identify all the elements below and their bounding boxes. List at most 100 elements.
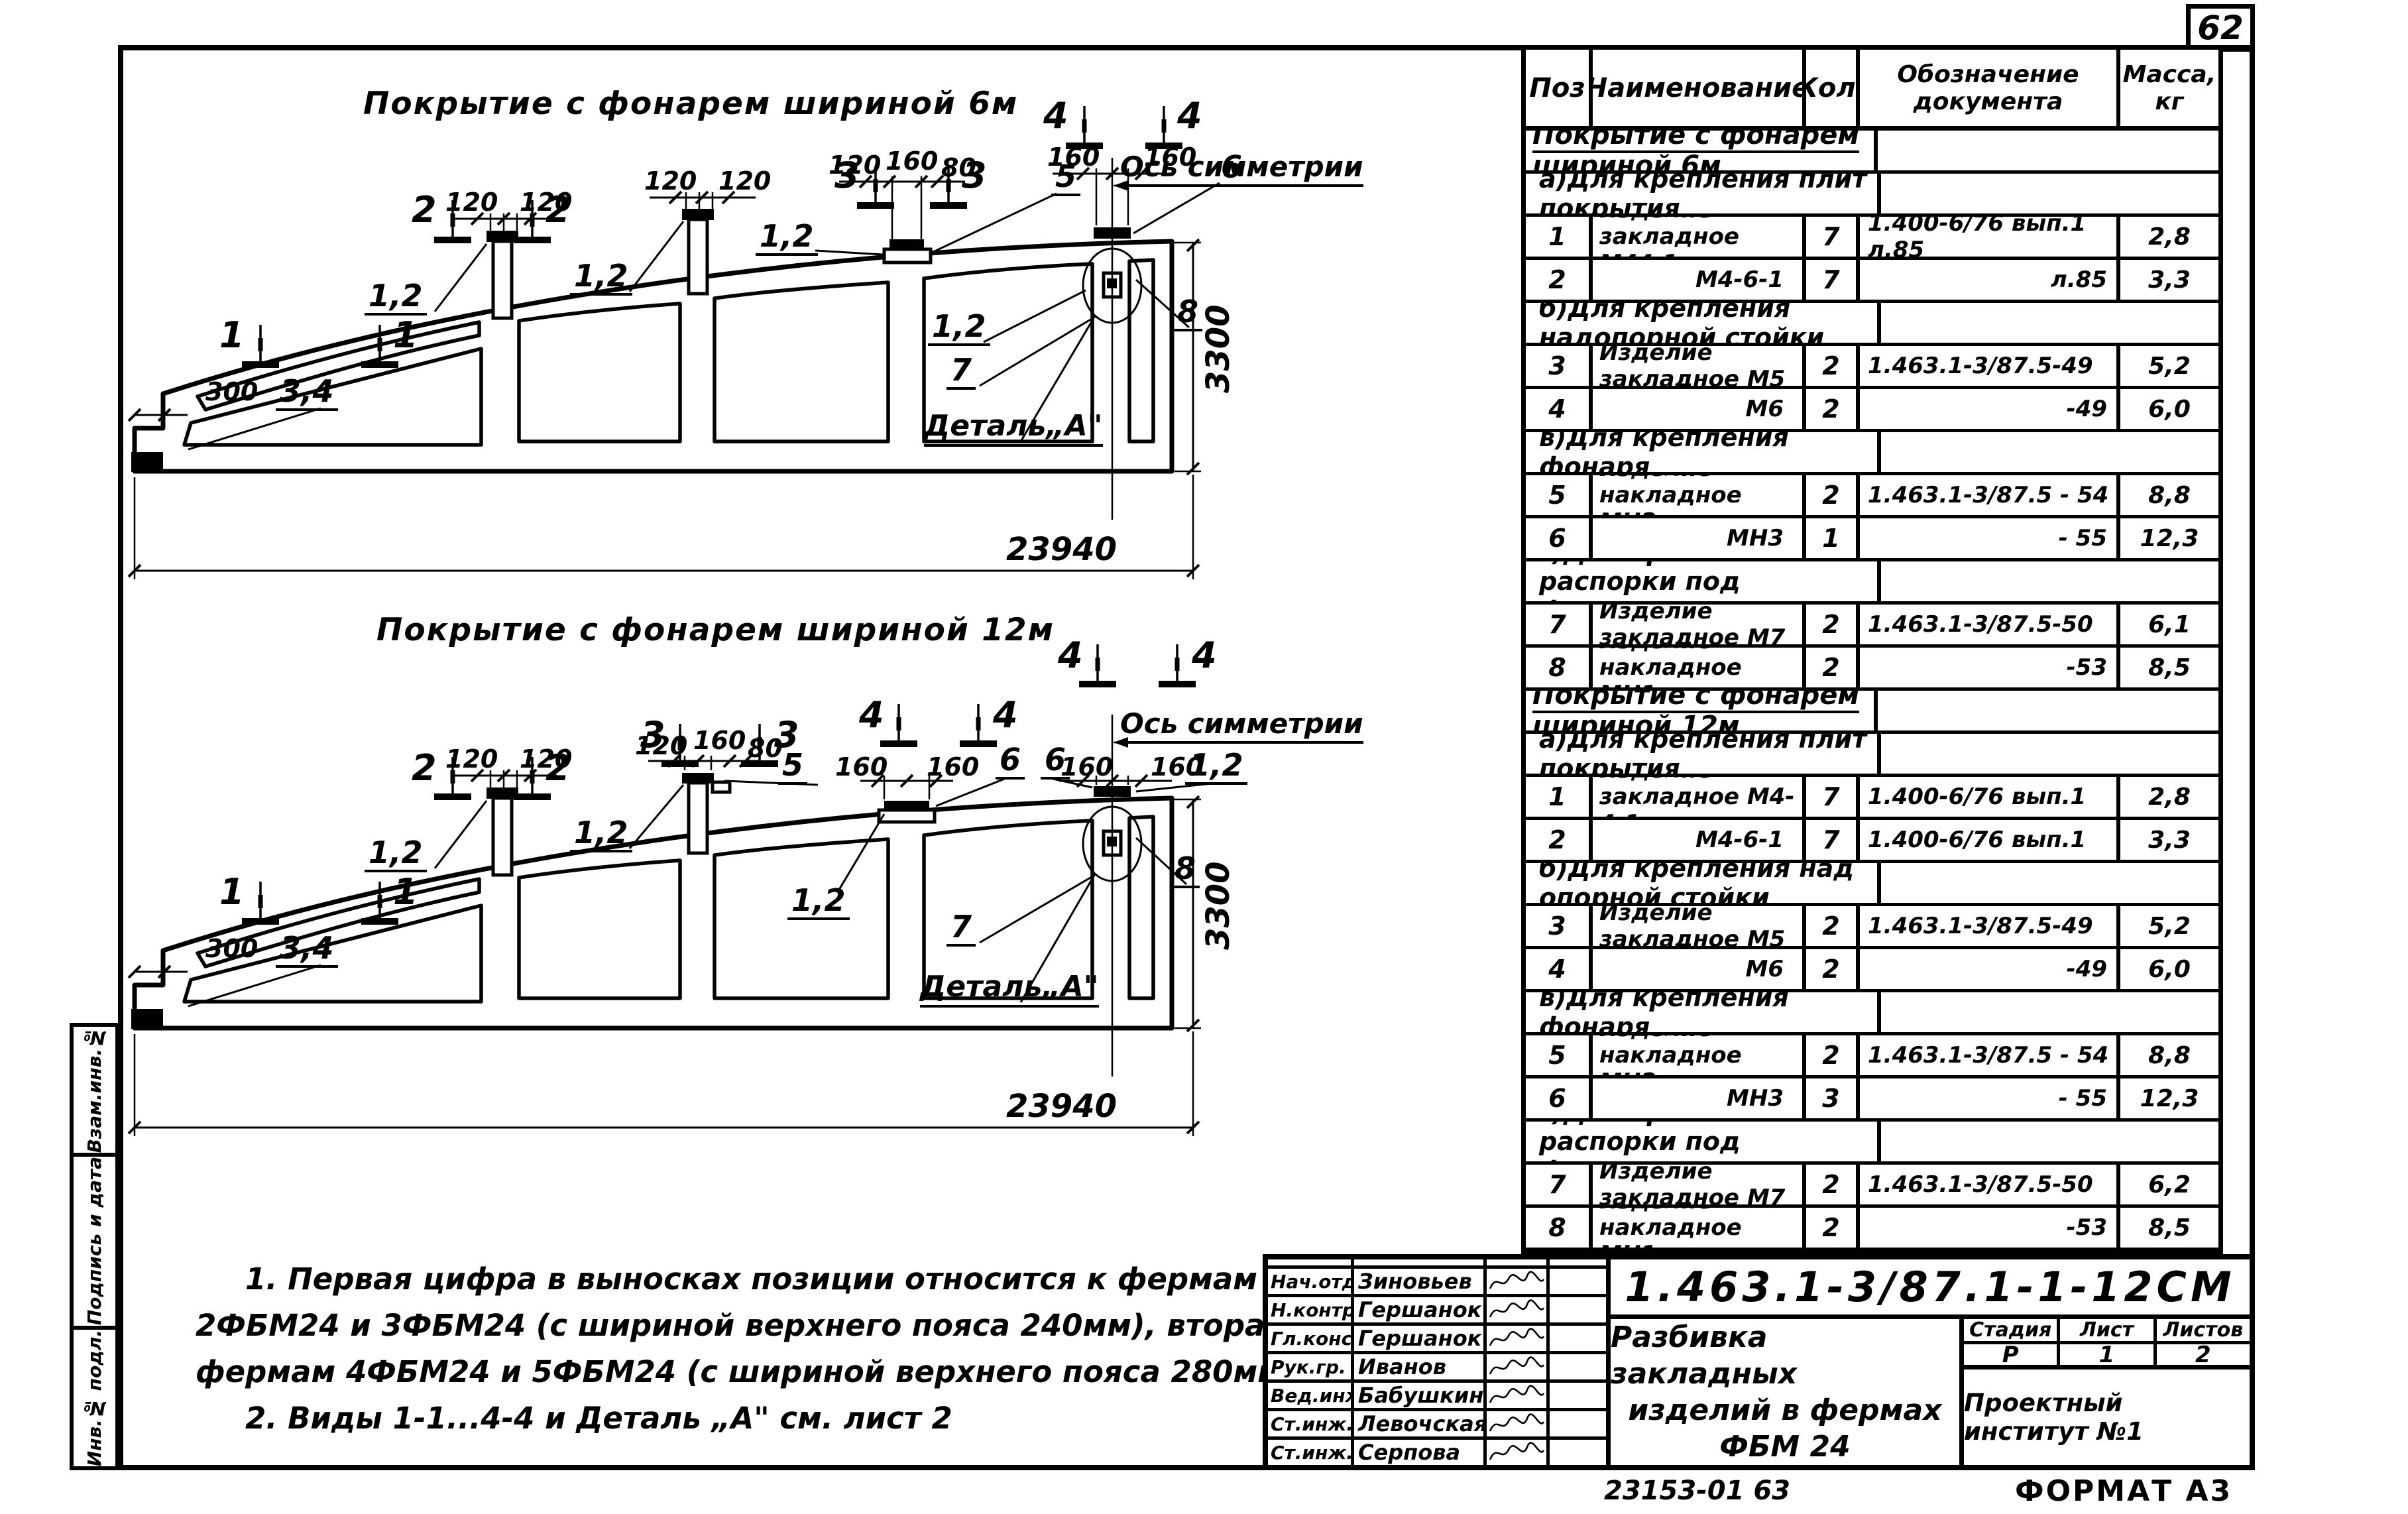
cell-name: в)Для крепления фонаря [1539, 432, 1789, 472]
table-row: 5 Изделие накладное МН2 2 1.463.1-3/87.5… [1526, 475, 2218, 518]
parts-table-body: Покрытие с фонарем шириной 6м а)Для креп… [1526, 131, 2218, 1251]
signature-squiggle [1489, 1328, 1545, 1346]
callout-6: 6 [996, 744, 1025, 780]
table-row: 3 Изделие закладное М5 2 1.463.1-3/87.5-… [1526, 906, 2218, 949]
drawing-title: Покрытие с фонарем шириной 6м [363, 86, 1019, 122]
cell-qty: 7 [1802, 217, 1856, 257]
callout-1-2: 1,2 [1185, 749, 1247, 786]
cell-name: Изделие накладное МН2 [1589, 1035, 1802, 1075]
cell-mass [1876, 863, 2219, 903]
cell-qty: 1 [1802, 518, 1856, 558]
signature-name: Бабушкин [1354, 1383, 1487, 1408]
signature-name: Серпова [1354, 1440, 1487, 1465]
cell-mass [1876, 561, 2219, 601]
cell-pos: 4 [1548, 394, 1566, 424]
cell-empty [1487, 1259, 1550, 1265]
cell-mass: 6,2 [2116, 1165, 2218, 1204]
cell-qty: 2 [1802, 1165, 1856, 1204]
cell-empty [1354, 1259, 1487, 1265]
sheets-value: 2 [2195, 1341, 2211, 1368]
cut-mark-label: 4 [993, 694, 1018, 736]
stamp-label: Инв.№ подл. [84, 1329, 105, 1466]
cell-name: Изделие закладное М5 [1589, 346, 1802, 386]
table-row: 3 Изделие закладное М5 2 1.463.1-3/87.5-… [1526, 346, 2218, 389]
cell-mass: 5,2 [2116, 906, 2218, 946]
sheet-label: Лист [2060, 1318, 2157, 1342]
signature-role: Вед.инж [1268, 1383, 1354, 1408]
cut-mark-label: 1 [219, 871, 245, 913]
cell-mass: 2,8 [2116, 217, 2218, 257]
cell-name: а)Для крепления плит покрытия [1539, 174, 1867, 213]
col-header-doc: Обозначение документа [1856, 50, 2116, 126]
col-header-name: Наименование [1589, 50, 1802, 126]
cell-name: а)Для крепления плит покрытия [1539, 734, 1867, 774]
cell-qty: 2 [1802, 949, 1856, 989]
drawing-set-title: Разбивка закладных изделий в фермах ФБМ … [1611, 1319, 1964, 1465]
drawing-title: Покрытие с фонарем шириной 12м [376, 612, 1055, 648]
title-block-right: 1.463.1-3/87.1-1-12СМ Разбивка закладных… [1611, 1259, 2250, 1465]
dim-label: 160 [1144, 143, 1197, 172]
cut-mark-label: 1 [219, 314, 245, 356]
table-row: 4 М6 2 -49 6,0 [1526, 949, 2218, 992]
cell-qty: 3 [1802, 1078, 1856, 1118]
cell-pos: 5 [1548, 1041, 1566, 1070]
dim-label: 120 [635, 731, 688, 760]
dim-label: 160 [1047, 143, 1100, 172]
signature-squiggle [1489, 1385, 1545, 1403]
signature-squiggle [1489, 1271, 1545, 1289]
stamp-label: Подпись и дата [84, 1157, 105, 1326]
cell-pos: 8 [1548, 1213, 1566, 1242]
cell-name: Изделие закладное М4-4-1 [1589, 777, 1802, 817]
signature-squiggle [1489, 1356, 1545, 1375]
note-line: 2. Виды 1-1...4-4 и Деталь „А" см. лист … [245, 1401, 952, 1436]
sheet-frame [118, 45, 2255, 1470]
cell-pos: 1 [1548, 782, 1566, 811]
truss-drawing-6m: Покрытие с фонарем шириной 6м 1 1 2 2 3 … [125, 84, 1363, 620]
cell-qty: 2 [1802, 346, 1856, 386]
dim-label: 160 [927, 752, 980, 782]
cut-mark-label: 3 [834, 154, 860, 196]
cell-qty: 7 [1802, 260, 1856, 300]
table-row: 6 МН3 3 - 55 12,3 [1526, 1078, 2218, 1122]
footer-format: ФОРМАТ А3 [2015, 1474, 2233, 1508]
signature-role: Рук.гр. [1268, 1354, 1354, 1379]
cell-name: Покрытие с фонарем шириной 6м [1532, 131, 1860, 170]
cell-pos: 7 [1548, 610, 1566, 639]
dim-label: 120 [445, 188, 498, 217]
cell-doc: -53 [1856, 1208, 2116, 1248]
cell-qty: 2 [1802, 605, 1856, 644]
callout-1-2: 1,2 [928, 310, 990, 347]
cell-mass: 2,8 [2116, 777, 2218, 817]
table-row: 5 Изделие накладное МН2 2 1.463.1-3/87.5… [1526, 1035, 2218, 1078]
col-header-mass-line2: кг [2155, 87, 2184, 115]
note-line: фермам 4ФБМ24 и 5ФБМ24 (с шириной верхне… [196, 1354, 1296, 1389]
cell-mass: 8,8 [2116, 475, 2218, 515]
truss-drawing-12m: Покрытие с фонарем шириной 12м 1 1 2 2 3… [125, 612, 1363, 1151]
cell-doc: -49 [1856, 389, 2116, 429]
cell-empty [1550, 1259, 1606, 1265]
cut-mark-label: 4 [1058, 634, 1083, 676]
col-header-doc-line1: Обозначение [1897, 60, 2079, 88]
signature-autograph [1487, 1411, 1550, 1436]
stage-label: Стадия [1964, 1318, 2061, 1342]
cell-doc: 1.400-6/76 вып.1 [1856, 820, 2116, 860]
cell-name: Изделие закладное М5 [1589, 906, 1802, 946]
cut-mark-label: 2 [412, 189, 437, 231]
signature-name: Зиновьев [1354, 1269, 1487, 1294]
signature-role: Н.контр [1268, 1297, 1354, 1322]
col-header-doc-line2: документа [1913, 87, 2063, 115]
cell-name: в)Для крепления фонаря [1539, 992, 1789, 1032]
cell-empty [1550, 1383, 1606, 1408]
cell-name: б)Для крепления над опорной стойки [1539, 863, 1854, 903]
cell-mass: 6,0 [2116, 389, 2218, 429]
detail-a-label: Деталь„А" [924, 410, 1103, 447]
cell-qty: 7 [1802, 820, 1856, 860]
callout-5: 5 [778, 749, 808, 786]
cell-name: Изделие накладное МН1 [1589, 648, 1802, 687]
stamp-cell-vzam: Взам.инв.№ [74, 1027, 115, 1157]
callout-8: 8 [1171, 852, 1200, 889]
cell-pos: 4 [1548, 955, 1566, 984]
table-row: б)Для крепления над опорной стойки [1526, 863, 2218, 906]
stamp-strip: Взам.инв.№ Подпись и дата Инв.№ подл. [70, 1023, 119, 1470]
